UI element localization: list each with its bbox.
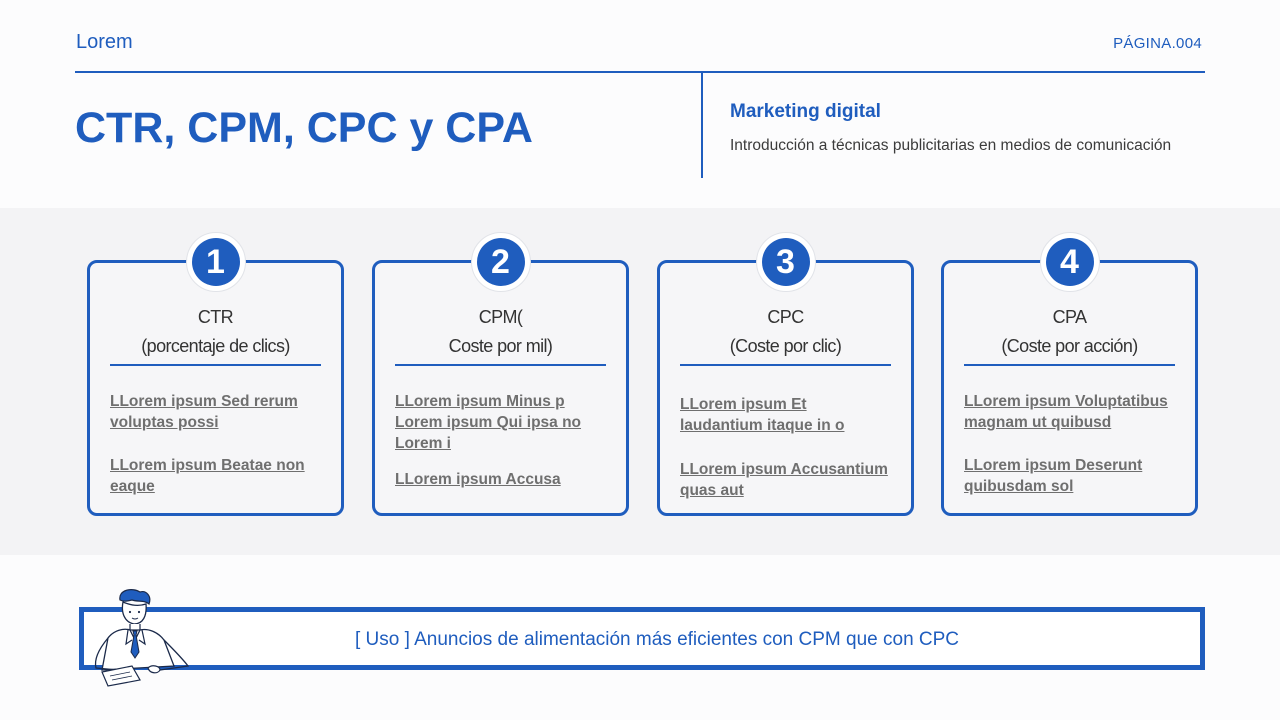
card-link[interactable]: LLorem ipsum Deserunt quibusdam sol <box>964 457 1143 495</box>
card-title-line1: CPC <box>767 307 804 327</box>
number-badge: 3 <box>761 238 810 286</box>
card-title: CTR (porcentaje de clics) <box>90 303 341 361</box>
card-link[interactable]: LLorem ipsum Minus p Lorem ipsum Qui ips… <box>395 393 582 452</box>
number-badge-ring: 3 <box>755 232 816 292</box>
card-link[interactable]: LLorem ipsum Accusantium quas aut <box>680 461 888 499</box>
number-badge: 4 <box>1045 238 1094 286</box>
usage-note-text: [ Uso ] Anuncios de alimentación más efi… <box>354 629 960 650</box>
card-title-line2: (Coste por acción) <box>1001 336 1138 356</box>
card-title-line1: CPM( <box>478 307 523 327</box>
card-link[interactable]: LLorem ipsum Et laudantium itaque in o <box>680 396 845 434</box>
number-badge: 1 <box>191 238 240 286</box>
metric-card-cpm: 2 CPM( Coste por mil) LLorem ipsum Minus… <box>372 232 629 516</box>
metric-card-cpc: 3 CPC (Coste por clic) LLorem ipsum Et l… <box>657 232 914 516</box>
metric-card-ctr: 1 CTR (porcentaje de clics) LLorem ipsum… <box>87 232 344 516</box>
page-number: PÁGINA.004 <box>1113 35 1202 52</box>
section-description: Introducción a técnicas publicitarias en… <box>730 137 1172 154</box>
number-badge-ring: 1 <box>185 232 246 292</box>
number-badge-ring: 4 <box>1039 232 1100 292</box>
metric-card-cpa: 4 CPA (Coste por acción) LLorem ipsum Vo… <box>941 232 1198 516</box>
vertical-divider <box>701 73 703 178</box>
card-divider <box>680 364 891 366</box>
number-badge-ring: 2 <box>470 232 531 292</box>
businessman-at-desk-illustration <box>94 589 190 687</box>
card-title-line2: (Coste por clic) <box>729 336 842 356</box>
number-badge: 2 <box>476 238 525 286</box>
card-link[interactable]: LLorem ipsum Accusa <box>395 471 561 488</box>
card-title-line2: (porcentaje de clics) <box>141 336 290 356</box>
card-divider <box>395 364 606 366</box>
card-link[interactable]: LLorem ipsum Beatae non eaque <box>110 457 305 495</box>
section-subtitle: Marketing digital <box>730 101 881 122</box>
usage-note-box: [ Uso ] Anuncios de alimentación más efi… <box>79 607 1205 670</box>
card-title: CPA (Coste por acción) <box>944 303 1195 361</box>
card-link[interactable]: LLorem ipsum Sed rerum voluptas possi <box>110 393 298 431</box>
card-title-line2: Coste por mil) <box>448 336 553 356</box>
card-title-line1: CPA <box>1052 307 1087 327</box>
card-title: CPM( Coste por mil) <box>375 303 626 361</box>
page-title: CTR, CPM, CPC y CPA <box>75 104 533 152</box>
card-divider <box>964 364 1175 366</box>
card-divider <box>110 364 321 366</box>
header-brand: Lorem <box>76 31 133 53</box>
card-link[interactable]: LLorem ipsum Voluptatibus magnam ut quib… <box>964 393 1168 431</box>
card-title: CPC (Coste por clic) <box>660 303 911 361</box>
header-divider <box>75 71 1205 73</box>
card-title-line1: CTR <box>197 307 234 327</box>
